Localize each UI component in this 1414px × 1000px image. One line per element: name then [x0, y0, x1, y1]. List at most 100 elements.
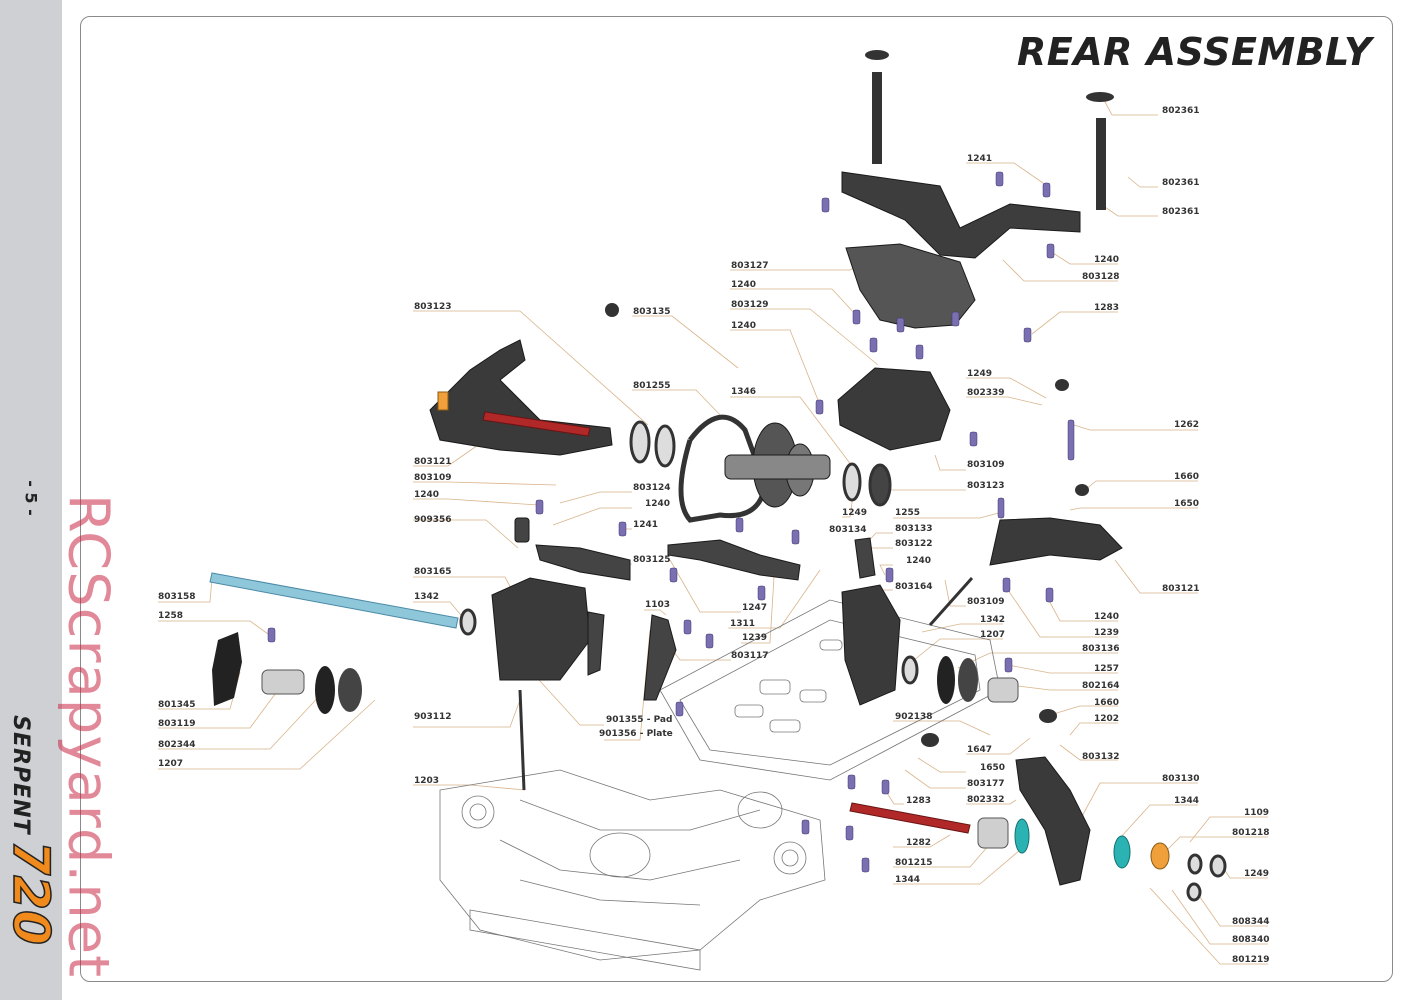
leader-lines — [158, 99, 1268, 965]
screws — [267, 171, 1075, 873]
part-label: 803136 — [1082, 644, 1120, 654]
drive-belt — [678, 414, 768, 523]
part-label: 803134 — [829, 525, 867, 535]
part-label: 1344 — [1174, 796, 1200, 806]
part-label: 803121 — [1162, 584, 1200, 594]
part-label: 1283 — [906, 796, 932, 806]
part-label: 1203 — [414, 776, 440, 786]
part-label: 803133 — [895, 524, 933, 534]
part-label: 1342 — [414, 592, 440, 602]
part-label: 1282 — [906, 838, 932, 848]
part-label: 803124 — [633, 483, 671, 493]
part-label: 803119 — [158, 719, 196, 729]
part-label: 803177 — [967, 779, 1005, 789]
part-label: 1249 — [842, 508, 868, 518]
part-label: 803109 — [967, 460, 1005, 470]
part-label: 802344 — [158, 740, 196, 750]
part-label: 803117 — [731, 651, 769, 661]
part-label: 1202 — [1094, 714, 1120, 724]
part-label: 1240 — [645, 499, 671, 509]
brake-disc — [212, 632, 978, 714]
sidebar: - 5 - SERPENT 720 — [0, 0, 62, 1000]
page-frame — [80, 16, 1393, 982]
part-label: 1344 — [895, 875, 921, 885]
part-label: 1207 — [158, 759, 184, 769]
part-label: 1240 — [414, 490, 440, 500]
part-label: 1283 — [1094, 303, 1120, 313]
part-label: 1650 — [1174, 499, 1200, 509]
part-label: 801219 — [1232, 955, 1270, 965]
rear-axle — [209, 572, 459, 629]
part-label: 801255 — [633, 381, 671, 391]
small-brackets — [514, 517, 876, 701]
part-label: 803109 — [967, 597, 1005, 607]
part-label: 1240 — [731, 280, 757, 290]
part-label: 803109 — [414, 473, 452, 483]
part-label: 909356 — [414, 515, 452, 525]
part-label: 1660 — [1174, 472, 1200, 482]
part-label: 1342 — [980, 615, 1006, 625]
part-label: 1249 — [967, 369, 993, 379]
part-label: 802164 — [1082, 681, 1120, 691]
turnbuckle-rod — [518, 577, 974, 791]
part-label: 803135 — [633, 307, 671, 317]
part-label: 802332 — [967, 795, 1005, 805]
part-label: 803121 — [414, 457, 452, 467]
part-label: 1346 — [731, 387, 757, 397]
part-label: 803158 — [158, 592, 196, 602]
part-label: 1109 — [1244, 808, 1270, 818]
part-label: 1247 — [742, 603, 768, 613]
part-label: 803122 — [895, 539, 933, 549]
part-label: 801218 — [1232, 828, 1270, 838]
part-label: 1255 — [895, 508, 921, 518]
part-label: 903112 — [414, 712, 452, 722]
orange-hex — [437, 391, 1170, 870]
part-label: 802361 — [1162, 207, 1200, 217]
part-label: 803123 — [967, 481, 1005, 491]
part-label: 1207 — [980, 630, 1006, 640]
watermark: RCScrapyard.net — [55, 493, 121, 979]
part-label: 1258 — [158, 611, 184, 621]
rod-ends — [605, 303, 1089, 747]
shock-tower-posts — [865, 50, 1114, 210]
part-label: 1241 — [967, 154, 993, 164]
part-label: 1240 — [906, 556, 932, 566]
part-label: 801215 — [895, 858, 933, 868]
part-label: 803164 — [895, 582, 933, 592]
part-label: 801345 — [158, 700, 196, 710]
part-label: 808344 — [1232, 917, 1270, 927]
part-label: 1241 — [633, 520, 659, 530]
diff-hubs — [261, 669, 1019, 849]
part-label: 902138 — [895, 712, 933, 722]
part-label: 1240 — [1094, 255, 1120, 265]
part-label: 803127 — [731, 261, 769, 271]
part-label: 1249 — [1244, 869, 1270, 879]
part-label: 803130 — [1162, 774, 1200, 784]
part-label: 901356 - Plate — [599, 729, 673, 739]
driveshafts — [482, 411, 971, 834]
part-label: 1257 — [1094, 664, 1120, 674]
part-label: 802361 — [1162, 106, 1200, 116]
part-label: 901355 - Pad — [606, 715, 673, 725]
part-label: 803125 — [633, 555, 671, 565]
part-label: 803123 — [414, 302, 452, 312]
part-label: 1647 — [967, 745, 993, 755]
part-label: 1660 — [1094, 698, 1120, 708]
part-label: 1650 — [980, 763, 1006, 773]
part-label: 802339 — [967, 388, 1005, 398]
part-label: 803128 — [1082, 272, 1120, 282]
part-label: 1240 — [1094, 612, 1120, 622]
part-label: 803129 — [731, 300, 769, 310]
part-label: 808340 — [1232, 935, 1270, 945]
part-label: 1240 — [731, 321, 757, 331]
part-label: 803132 — [1082, 752, 1120, 762]
part-label: 1103 — [645, 600, 671, 610]
part-label: 802361 — [1162, 178, 1200, 188]
part-label: 1239 — [1094, 628, 1120, 638]
teal-bearings — [1014, 818, 1131, 869]
page-title: REAR ASSEMBLY — [1017, 30, 1372, 74]
part-label: 1262 — [1174, 420, 1200, 430]
part-label: 803165 — [414, 567, 452, 577]
spool-gear — [724, 422, 831, 508]
